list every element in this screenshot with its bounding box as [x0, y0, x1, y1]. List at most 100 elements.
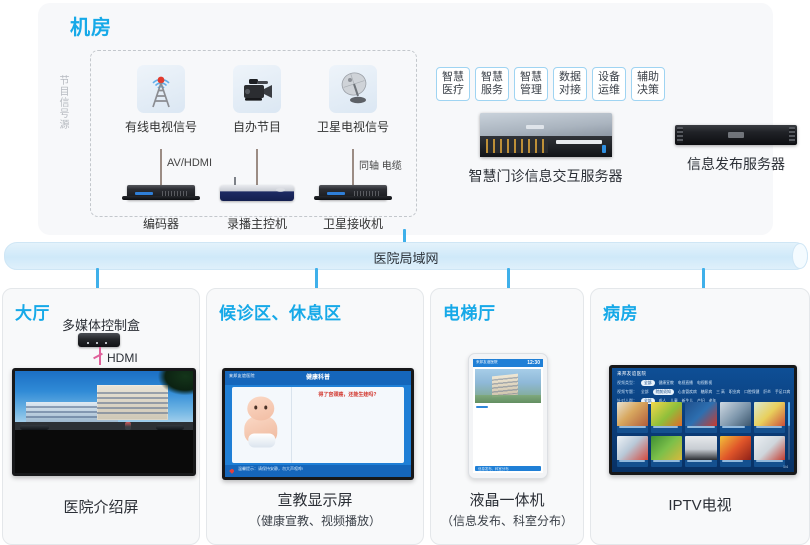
capability-tag[interactable]: 数据对接 — [553, 67, 587, 101]
screen-footer-bar: 信息发布、科室分布 — [475, 465, 541, 472]
signal-source-name: 自办节目 — [232, 120, 281, 134]
lan-bar-end-cap — [792, 243, 808, 269]
filter-selected-option[interactable]: 全部 — [641, 380, 655, 386]
filter-option[interactable]: 心血管疾病 — [677, 389, 697, 394]
filter-option[interactable]: 口腔保健 — [744, 389, 760, 394]
filter-option[interactable]: 健康宣教 — [658, 380, 674, 385]
article-text: 得了宫颈癌，还能生娃吗? — [291, 386, 403, 464]
capability-tag[interactable]: 智慧医疗 — [436, 67, 470, 101]
filter-label: 视频专题： — [617, 389, 637, 395]
baby-illustration — [232, 387, 291, 463]
hdmi-cable-label: HDMI — [107, 351, 138, 365]
filter-option[interactable]: 成人 — [658, 398, 667, 403]
filter-option[interactable]: 三 高 — [716, 389, 725, 394]
video-thumbnail[interactable] — [753, 402, 785, 433]
capability-tag[interactable]: 智慧服务 — [475, 67, 509, 101]
filter-option[interactable]: 糖尿病 — [700, 389, 713, 394]
cable-line — [352, 149, 354, 187]
clock-time: 12:30 — [527, 359, 540, 366]
hospital-intro-text — [22, 429, 186, 470]
hospital-name: 来邦友谊医院 — [476, 360, 498, 364]
video-thumbnail[interactable] — [651, 436, 683, 467]
hospital-intro-screen — [15, 371, 193, 473]
screen-header-title: 健康科普 — [305, 375, 330, 381]
signal-source-cable-tv: 有线电视信号 AV/HDMI 编码器 — [113, 65, 212, 231]
zone-caption: 医院介绍屏 — [63, 499, 139, 516]
filter-option[interactable]: 新生儿 — [681, 398, 694, 403]
zone-title: 电梯厅 — [443, 304, 496, 323]
scrollbar[interactable] — [788, 402, 790, 460]
satellite-receiver-device-icon — [314, 185, 392, 200]
iptv-display: 来邦友谊医院 视频类型： 全部 健康宣教 电视直播 电视影视 视频专题： 全部 … — [609, 365, 797, 475]
filter-option[interactable]: 电视影视 — [696, 380, 713, 385]
zone-caption: IPTV电视 — [668, 497, 732, 514]
multimedia-control-box-icon — [78, 333, 120, 347]
article-headline: 得了宫颈癌，还能生娃吗? — [318, 391, 377, 398]
video-thumbnail[interactable] — [753, 436, 785, 467]
hospital-lan-label: 医院局域网 — [373, 251, 439, 266]
screen-footer-text: 温馨提示：请保持安静，勿大声喧哗! — [238, 466, 304, 472]
capability-tag[interactable]: 智慧管理 — [514, 67, 548, 101]
capability-tag-row: 智慧医疗 智慧服务 智慧管理 数据对接 设备运维 辅助决策 — [436, 67, 665, 101]
cable-line — [256, 149, 258, 187]
filter-label: 视频类型： — [617, 380, 637, 385]
multimedia-control-box-label: 多媒体控制盒 — [61, 318, 140, 333]
screen-header-bar: 来邦友谊医院 12:30 — [473, 359, 543, 367]
article-body: 得了宫颈癌，还能生娃吗? — [232, 386, 404, 464]
zone-caption: 液晶一体机 — [469, 492, 545, 509]
filter-option[interactable]: 儿童 — [670, 398, 678, 403]
zone-waiting-area: 候诊区、休息区 来邦友谊医院 健康科普 — [206, 288, 424, 545]
recording-host-device-icon — [220, 177, 294, 201]
video-thumbnail[interactable] — [685, 436, 717, 467]
filter-option[interactable]: 手足口病 — [774, 389, 791, 394]
iptv-filter-row: 针对人群： 全部 成人 儿童 新生儿 产妇 老年 — [617, 398, 789, 405]
building-photo — [475, 369, 541, 404]
filter-selected-option[interactable]: 全部 — [641, 389, 649, 394]
smart-clinic-server: 智慧门诊信息交互服务器 — [438, 113, 653, 186]
cable-line — [160, 149, 162, 187]
iptv-filter-row: 视频类型： 全部 健康宣教 电视直播 电视影视 — [617, 380, 789, 386]
health-education-display: 来邦友谊医院 健康科普 得了宫颈癌，还能生娃吗? — [222, 368, 414, 480]
source-group-label: 节目信号源 — [57, 75, 68, 130]
filter-option[interactable]: 产妇 — [697, 398, 705, 403]
connector-lan-to-zone-3 — [507, 268, 510, 290]
section-underline — [475, 406, 489, 409]
video-thumbnail[interactable] — [719, 402, 751, 433]
cable-label: 同轴 电缆 — [359, 161, 402, 172]
encoder-device-icon — [122, 185, 200, 200]
machine-room-title: 机房 — [70, 17, 112, 39]
zone-ward: 病房 来邦友谊医院 视频类型： 全部 健康宣教 电视直播 电视影视 视频专题： … — [590, 288, 810, 545]
filter-option[interactable]: 老年 — [708, 398, 717, 403]
hospital-name: 来邦友谊医院 — [229, 373, 255, 378]
filter-option[interactable]: 电视直播 — [677, 380, 693, 385]
zone-lobby: 大厅 多媒体控制盒 HDMI — [2, 288, 200, 545]
cable-label: AV/HDMI — [167, 157, 213, 169]
zone-subcaption: （信息发布、科室分布） — [440, 514, 573, 528]
hospital-lan-bar: 医院局域网 — [4, 242, 808, 270]
filter-option[interactable]: 院前须知 — [652, 389, 674, 396]
iptv-filter-row: 视频专题： 全部 院前须知 心血管疾病 糖尿病 三 高 职业病 口腔保健 肝炎 … — [617, 389, 791, 396]
article-text — [476, 410, 540, 462]
filter-option[interactable]: 肝炎 — [763, 389, 771, 394]
hospital-intro-display — [12, 368, 196, 476]
video-thumbnail[interactable] — [617, 436, 649, 467]
capability-tag[interactable]: 辅助决策 — [631, 67, 665, 101]
zone-subcaption: （健康宣教、视频播放） — [248, 514, 381, 528]
signal-source-satellite-tv: 卫星电视信号 同轴 电缆 卫星接收机 — [305, 65, 402, 231]
connector-lan-to-zone-1 — [96, 268, 99, 290]
video-thumbnail[interactable] — [685, 402, 717, 433]
video-thumbnail[interactable] — [651, 402, 683, 433]
signal-source-name: 卫星电视信号 — [316, 120, 389, 134]
video-thumbnail[interactable] — [719, 436, 751, 467]
machine-room-card: 机房 节目信号源 — [38, 3, 797, 235]
iptv-video-grid — [617, 402, 785, 467]
hospital-name: 来邦友谊医院 — [617, 371, 647, 376]
screen-footer-text: 信息发布、科室分布 — [478, 466, 509, 471]
health-education-screen: 来邦友谊医院 健康科普 得了宫颈癌，还能生娃吗? — [225, 371, 411, 477]
filter-selected-option[interactable]: 全部 — [641, 398, 655, 405]
satellite-dish-icon — [329, 65, 377, 113]
capability-tag[interactable]: 设备运维 — [592, 67, 626, 101]
filter-option[interactable]: 职业病 — [728, 389, 741, 394]
video-thumbnail[interactable] — [617, 402, 649, 433]
